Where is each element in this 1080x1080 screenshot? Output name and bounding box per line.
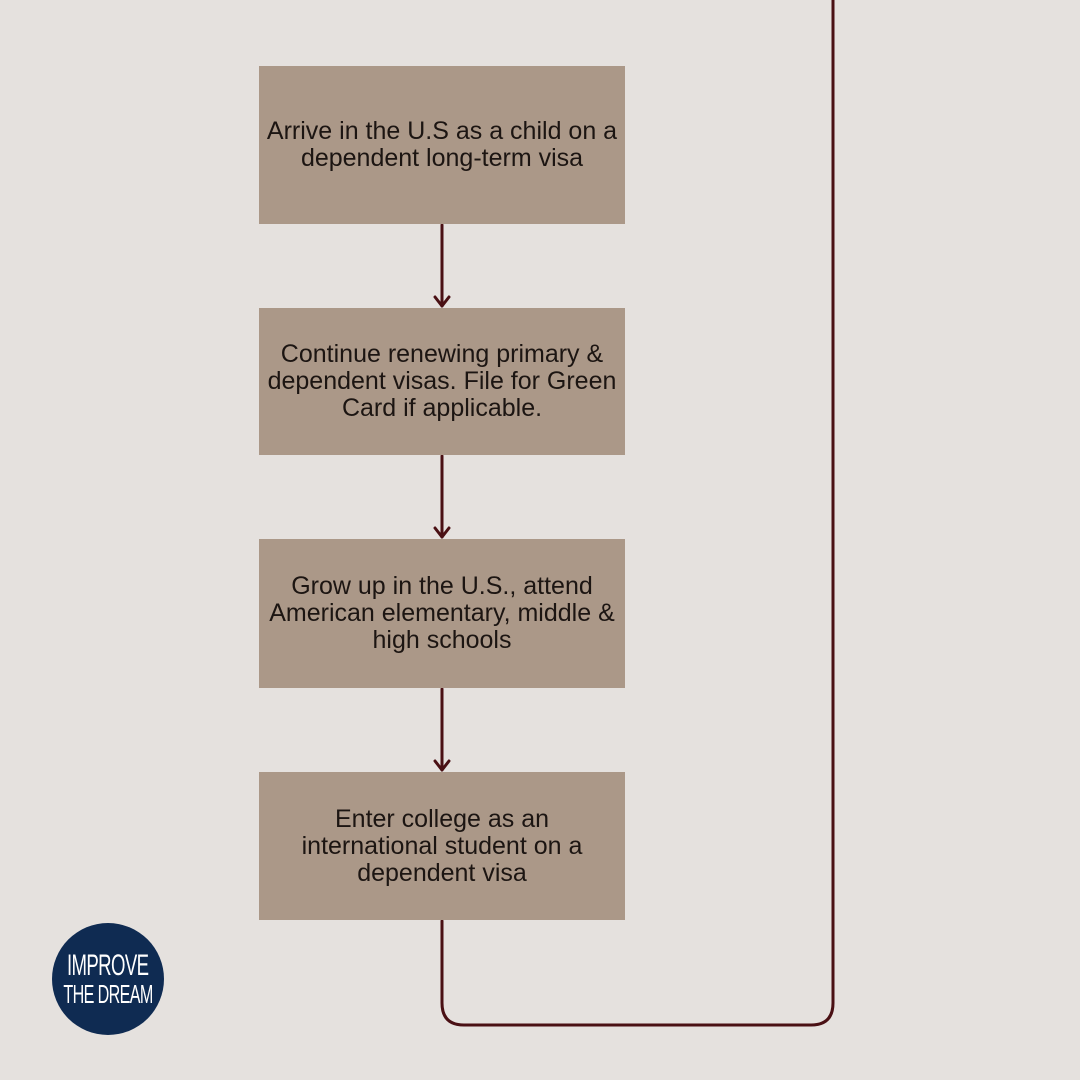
logo-line-1: IMPROVE [67, 949, 149, 982]
loop-back-connector [440, 0, 835, 1027]
improve-the-dream-logo: IMPROVE THE DREAM [52, 923, 164, 1035]
arrowhead-3-4 [433, 759, 451, 772]
step-4-label: Enter college as an international studen… [301, 804, 583, 887]
step-3-label: Grow up in the U.S., attend American ele… [269, 572, 615, 654]
step-2-label: Continue renewing primary & dependent vi… [267, 340, 617, 422]
arrowhead-2-3 [433, 526, 451, 539]
arrowhead-1-2 [433, 295, 451, 308]
step-1-label: Arrive in the U.S as a child on a depend… [266, 117, 618, 172]
step-3-box: Grow up in the U.S., attend American ele… [259, 539, 625, 688]
step-4-box: Enter college as an international studen… [259, 772, 625, 920]
step-2-box: Continue renewing primary & dependent vi… [259, 308, 625, 455]
logo-line-2: THE DREAM [63, 979, 153, 1009]
step-1-box: Arrive in the U.S as a child on a depend… [259, 66, 625, 224]
